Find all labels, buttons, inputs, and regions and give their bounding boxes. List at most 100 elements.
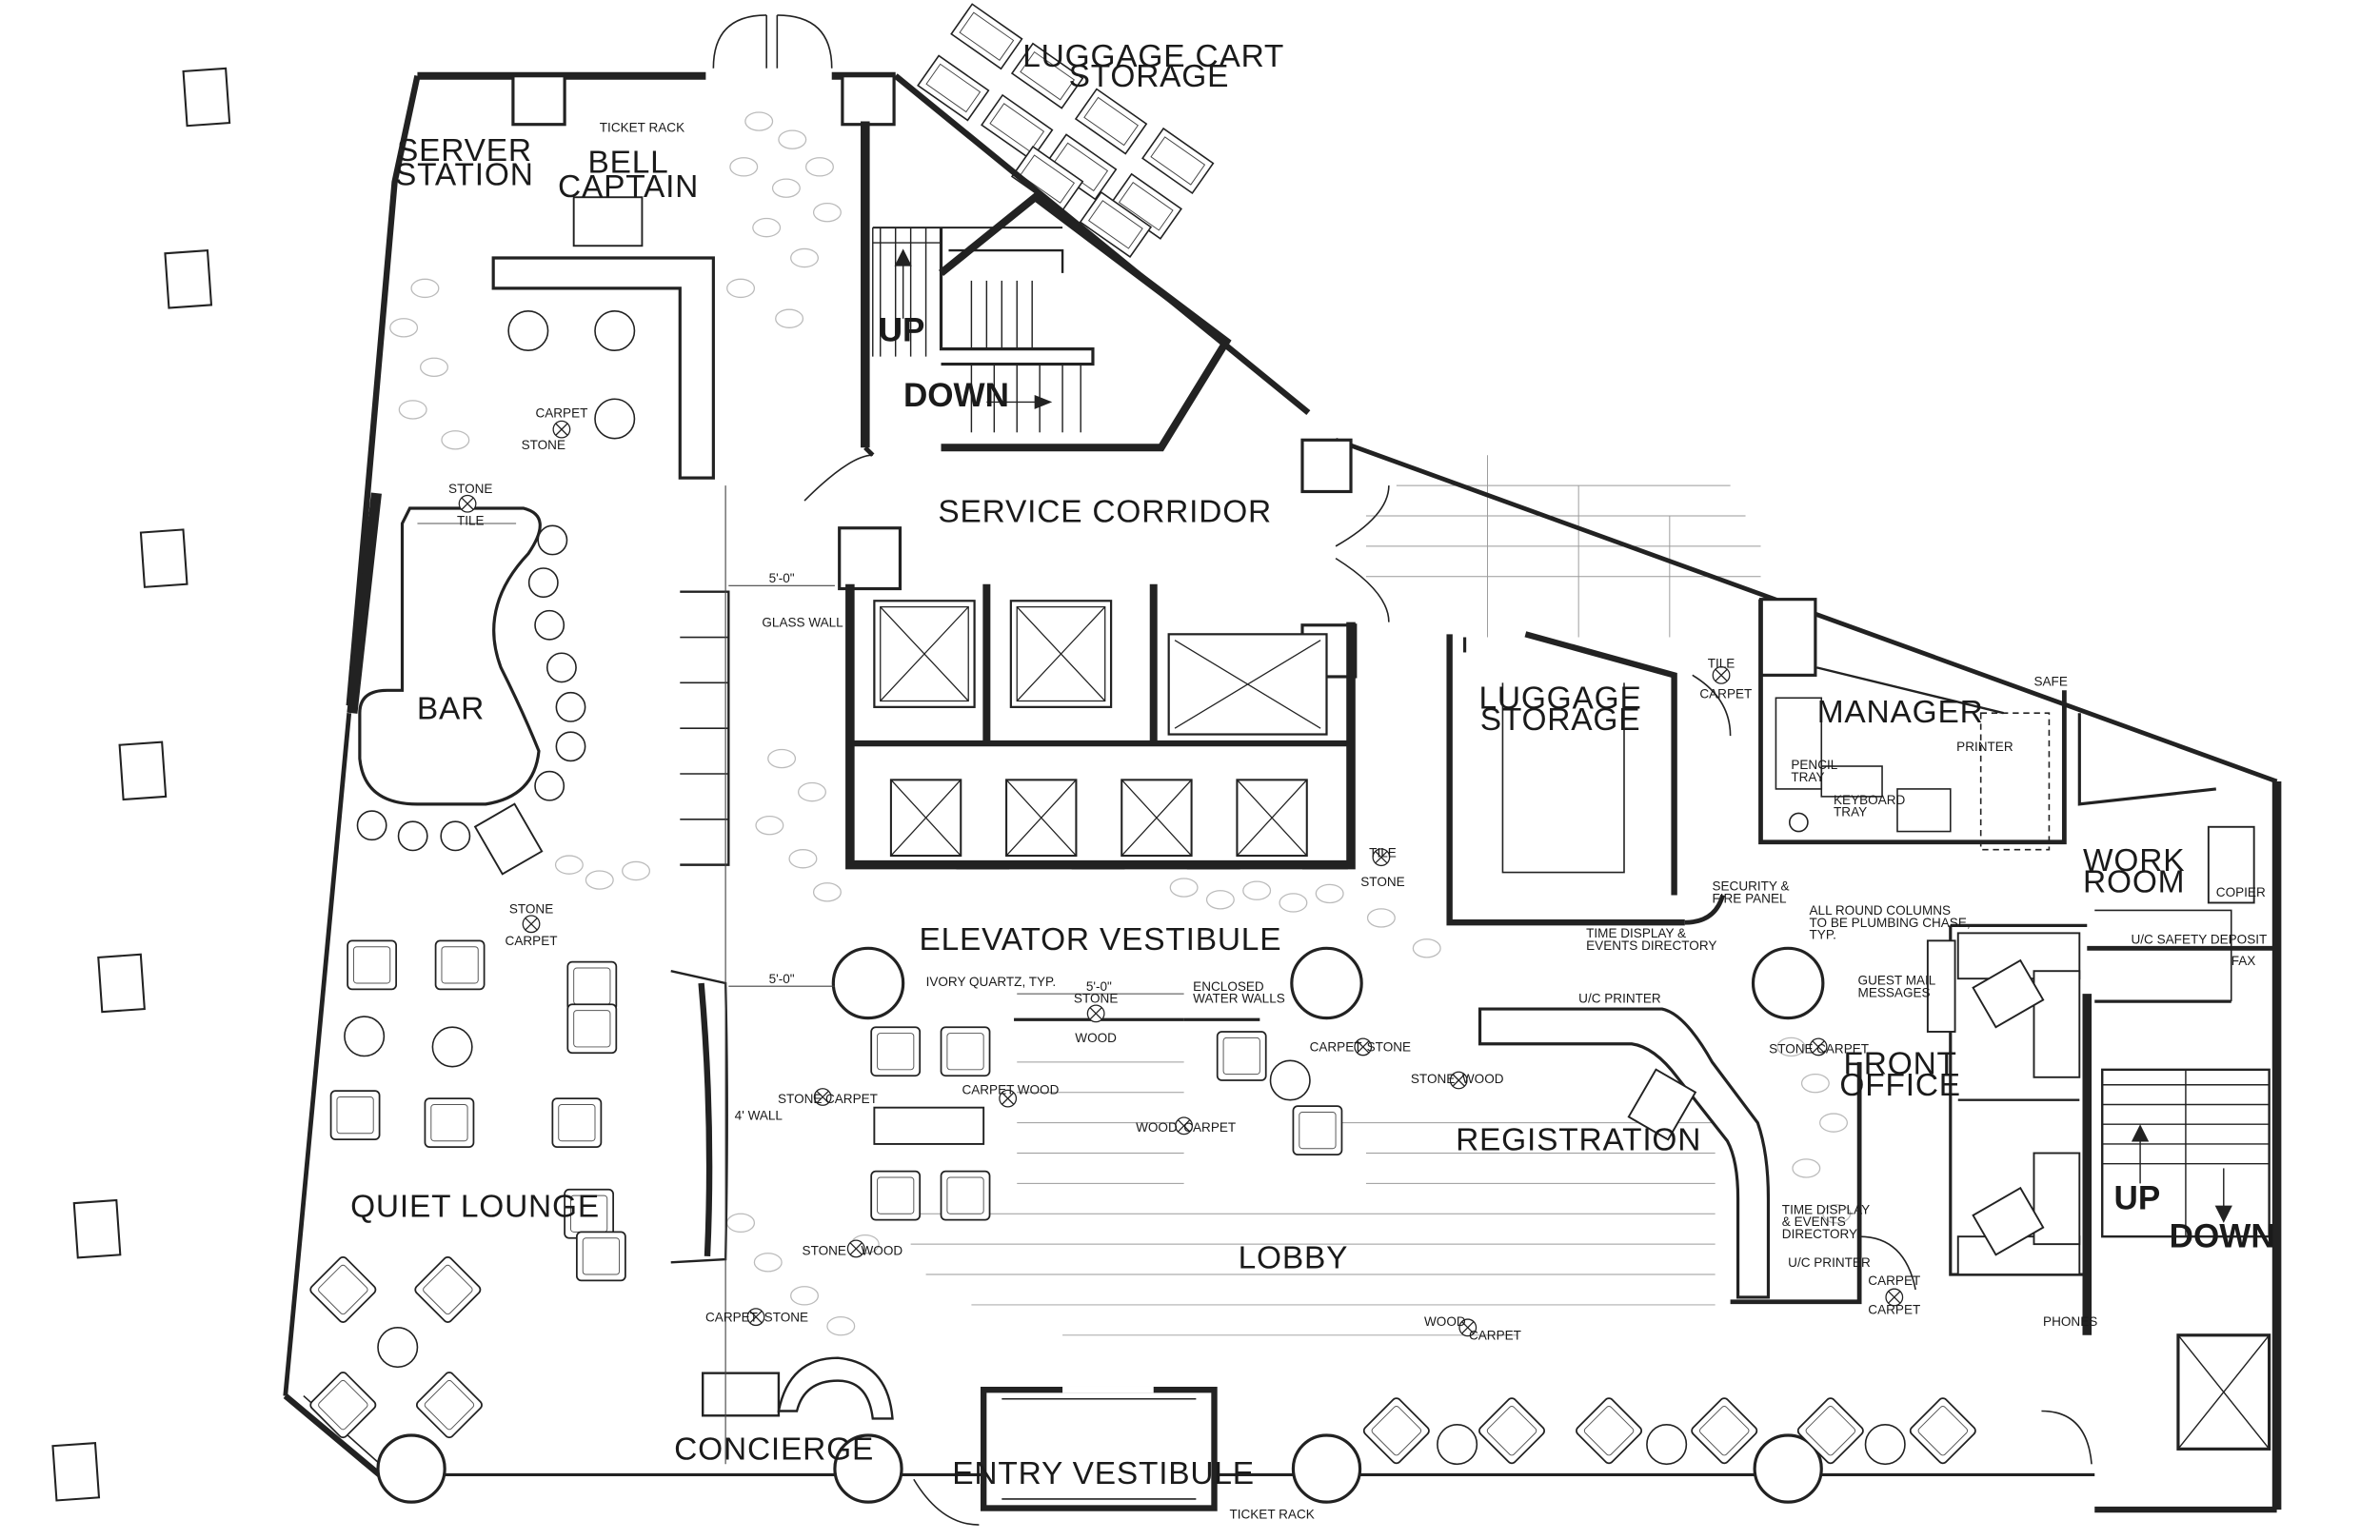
dimension-lines <box>724 485 1184 1465</box>
bar-counter <box>356 506 586 876</box>
luggage-storage-walls <box>1446 631 1725 926</box>
stair-up-label: UP <box>879 312 925 349</box>
material-label: STONE <box>448 482 492 496</box>
uc-printer-note: U/C PRINTER <box>1578 992 1661 1006</box>
pencil-tray-note-2: TRAY <box>1791 770 1824 784</box>
service-stair <box>872 227 1081 433</box>
luggage-cart-storage-label-2: STORAGE <box>1069 59 1230 94</box>
material-label: STONE <box>522 438 565 452</box>
manager-label: MANAGER <box>1817 695 1984 730</box>
work-room-label: WORK <box>2083 843 2185 879</box>
elevator-vestibule-label: ELEVATOR VESTIBULE <box>920 922 1282 958</box>
door-swings <box>712 14 2092 1526</box>
guest-mail-note-2: MESSAGES <box>1858 985 1931 999</box>
safety-deposit-note: U/C SAFETY DEPOSIT <box>2132 933 2268 947</box>
uc-printer-fo-note: U/C PRINTER <box>1788 1255 1871 1270</box>
material-label: STONE <box>1360 875 1404 889</box>
bar-lounge-seating <box>491 196 730 866</box>
concierge-label: CONCIERGE <box>674 1432 874 1468</box>
round-columns-note: ALL ROUND COLUMNS <box>1810 903 1952 918</box>
fax-note: FAX <box>2231 954 2256 968</box>
entry-vestibule-label: ENTRY VESTIBULE <box>952 1456 1255 1491</box>
material-label: WOOD <box>1462 1072 1504 1086</box>
material-label: CARPET <box>535 405 587 420</box>
server-station-label-2: STATION <box>395 157 534 192</box>
material-label: STONE <box>1769 1041 1813 1056</box>
ticket-rack-note: TICKET RACK <box>600 121 684 135</box>
four-ft-wall-note: 4' WALL <box>735 1108 783 1122</box>
material-label: CARPET <box>1816 1041 1869 1056</box>
material-label: TILE <box>1708 656 1735 670</box>
security-panel-note-2: FIRE PANEL <box>1712 891 1787 905</box>
material-label: CARPET <box>1183 1120 1236 1135</box>
material-label: STONE <box>509 902 553 917</box>
water-walls-note: ENCLOSED <box>1193 979 1264 994</box>
service-corridor-label: SERVICE CORRIDOR <box>938 494 1272 529</box>
front-office-desks <box>1926 932 2081 1275</box>
material-label: STONE <box>1074 992 1118 1006</box>
server-station-label: SERVER <box>397 133 532 168</box>
quiet-lounge-label: QUIET LOUNGE <box>350 1189 600 1224</box>
time-display-right-note-3: DIRECTORY <box>1782 1227 1857 1241</box>
exit-stair-up-label: UP <box>2114 1179 2161 1216</box>
material-label: STONE <box>1367 1040 1411 1055</box>
exit-stair <box>2101 1068 2271 1451</box>
wood-floor-lines <box>895 455 1761 1336</box>
south-lounge-seating <box>1360 1395 1978 1467</box>
material-label: WOOD <box>1018 1082 1060 1096</box>
bell-captain-label-2: CAPTAIN <box>558 169 699 205</box>
material-label: STONE <box>778 1092 822 1106</box>
material-label: CARPET <box>1469 1329 1521 1343</box>
dimension-label: 5'-0" <box>769 571 795 585</box>
material-label: CARPET <box>705 1310 758 1324</box>
registration-label: REGISTRATION <box>1456 1122 1701 1157</box>
dimension-label-2: 5'-0" <box>769 972 795 986</box>
material-label: WOOD <box>862 1243 903 1257</box>
service-core-walls <box>861 121 1232 457</box>
luggage-storage-label: LUGGAGE <box>1478 681 1641 716</box>
lobby-furniture <box>870 1017 1343 1221</box>
manager-office-walls <box>1758 599 2067 851</box>
security-panel-note: SECURITY & <box>1712 879 1789 894</box>
material-label: TILE <box>1369 846 1397 860</box>
pencil-tray-note: PENCIL <box>1791 758 1837 772</box>
material-label: STONE <box>1411 1072 1455 1086</box>
material-label: WOOD <box>1424 1314 1466 1329</box>
material-label: WOOD <box>1075 1031 1117 1045</box>
concierge-desk <box>702 1356 894 1420</box>
keyboard-tray-note-2: TRAY <box>1834 805 1867 819</box>
keyboard-tray-note: KEYBOARD <box>1834 793 1906 807</box>
bell-captain-label: BELL <box>588 146 669 181</box>
safe-note: SAFE <box>2033 675 2067 689</box>
bar-label: BAR <box>417 692 485 727</box>
stair-down-label: DOWN <box>903 377 1009 414</box>
material-label: TILE <box>457 514 485 528</box>
exterior-column-markers <box>51 67 231 1502</box>
work-room-label-2: ROOM <box>2083 864 2185 899</box>
material-label: CARPET <box>1310 1040 1362 1055</box>
luggage-cart-storage-label: LUGGAGE CART <box>1022 39 1284 74</box>
material-label: CARPET <box>1868 1302 1920 1316</box>
material-label: CARPET <box>506 934 558 948</box>
registration-desk <box>1478 1007 1862 1305</box>
material-label: STONE <box>803 1243 846 1257</box>
time-display-right-note-2: & EVENTS <box>1782 1214 1846 1229</box>
round-columns-note-3: TYP. <box>1810 928 1836 942</box>
entry-vestibule <box>980 1386 1218 1511</box>
material-labels: CARPET STONE STONE TILE STONE CARPET STO… <box>448 405 1920 1342</box>
material-label: WOOD <box>1136 1120 1178 1135</box>
time-display-note: TIME DISPLAY & <box>1586 926 1686 940</box>
lobby-label: LOBBY <box>1239 1241 1349 1276</box>
guest-mail-note: GUEST MAIL <box>1858 974 1936 988</box>
copier-note: COPIER <box>2216 885 2266 899</box>
material-label: CARPET <box>962 1082 1014 1096</box>
water-walls-note-2: WATER WALLS <box>1193 992 1285 1006</box>
elevator-core <box>845 583 1356 870</box>
round-columns <box>376 946 1825 1504</box>
phones-note: PHONES <box>2043 1314 2097 1329</box>
luggage-storage-label-2: STORAGE <box>1480 702 1641 738</box>
round-columns-note-2: TO BE PLUMBING CHASE, <box>1810 916 1971 930</box>
exit-stair-down-label: DOWN <box>2170 1217 2275 1254</box>
time-display-right-note: TIME DISPLAY <box>1782 1202 1870 1216</box>
